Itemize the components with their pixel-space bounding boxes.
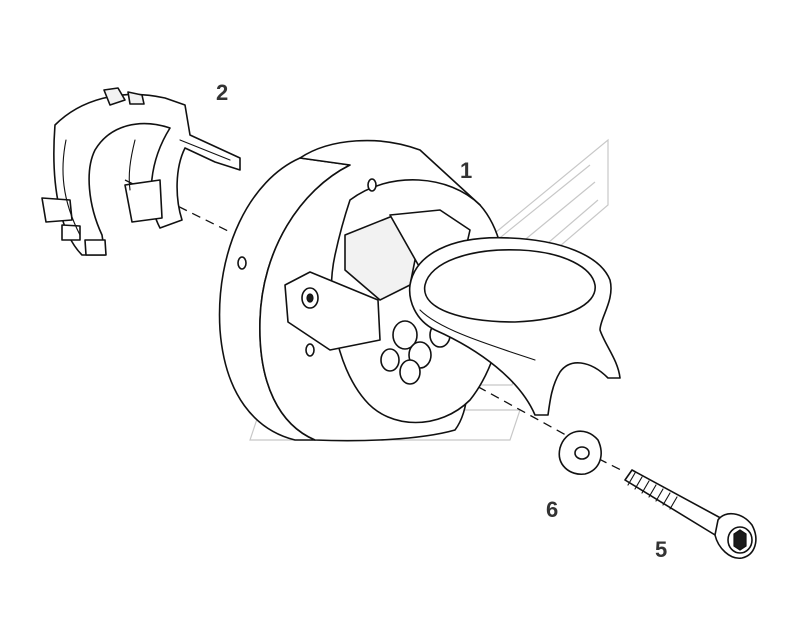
part-2-retaining-clip — [41, 87, 241, 256]
callout-1: 1 — [460, 158, 472, 183]
callout-6: 6 — [546, 497, 558, 522]
part-5-screw — [624, 469, 757, 559]
callout-5: 5 — [655, 537, 667, 562]
part-6-washer — [558, 430, 602, 475]
callout-2: 2 — [216, 80, 228, 105]
part-1-socket-housing — [218, 139, 621, 442]
